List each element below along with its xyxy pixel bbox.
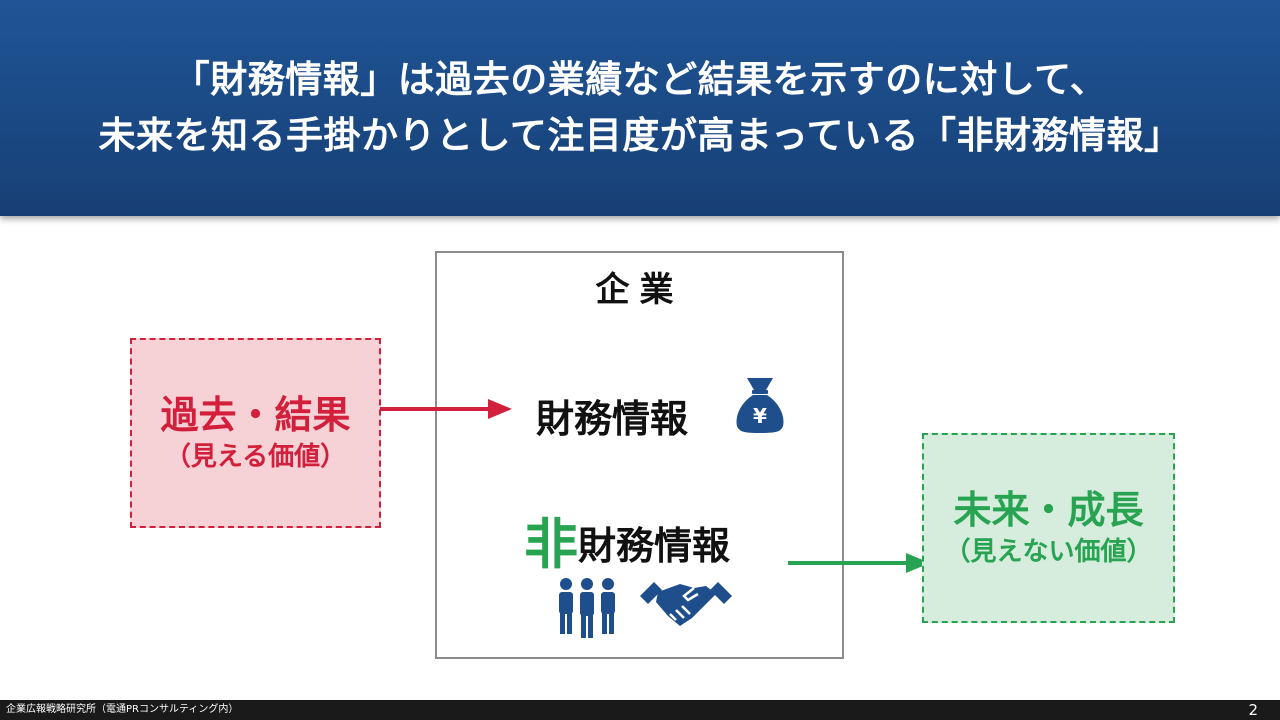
company-title: 企業 [595,270,684,310]
future-growth-subtitle: （見えない価値） [944,537,1153,567]
people-icon [559,578,615,638]
future-growth-title: 未来・成長 [953,488,1144,532]
past-result-subtitle: （見える価値） [164,442,347,472]
nonfinancial-label-text: 財務情報 [578,524,731,568]
non-prefix: 非 [524,513,578,576]
header-line-1: 「財務情報」は過去の業績など結果を示すのに対して、 [172,58,1108,101]
green-arrow [788,553,930,573]
nonfinancial-info-label: 非財務情報 [524,500,730,579]
money-bag-icon: ¥ [736,378,784,433]
footer-organization: 企業広報戦略研究所（電通PRコンサルティング内） [6,704,239,715]
red-arrow [380,399,512,419]
future-growth-box: 未来・成長 （見えない価値） [922,433,1175,623]
financial-info-label: 財務情報 [536,397,689,441]
past-result-title: 過去・結果 [160,393,351,437]
footer-bar: 企業広報戦略研究所（電通PRコンサルティング内） 2 [0,700,1280,720]
page-number: 2 [1248,701,1258,719]
company-box [435,251,844,659]
past-result-box: 過去・結果 （見える価値） [130,338,381,528]
header-line-2: 未来を知る手掛かりとして注目度が高まっている「非財務情報」 [98,114,1182,157]
slide-header: 「財務情報」は過去の業績など結果を示すのに対して、 未来を知る手掛かりとして注目… [0,0,1280,216]
svg-text:¥: ¥ [753,404,767,428]
handshake-icon [640,582,732,626]
